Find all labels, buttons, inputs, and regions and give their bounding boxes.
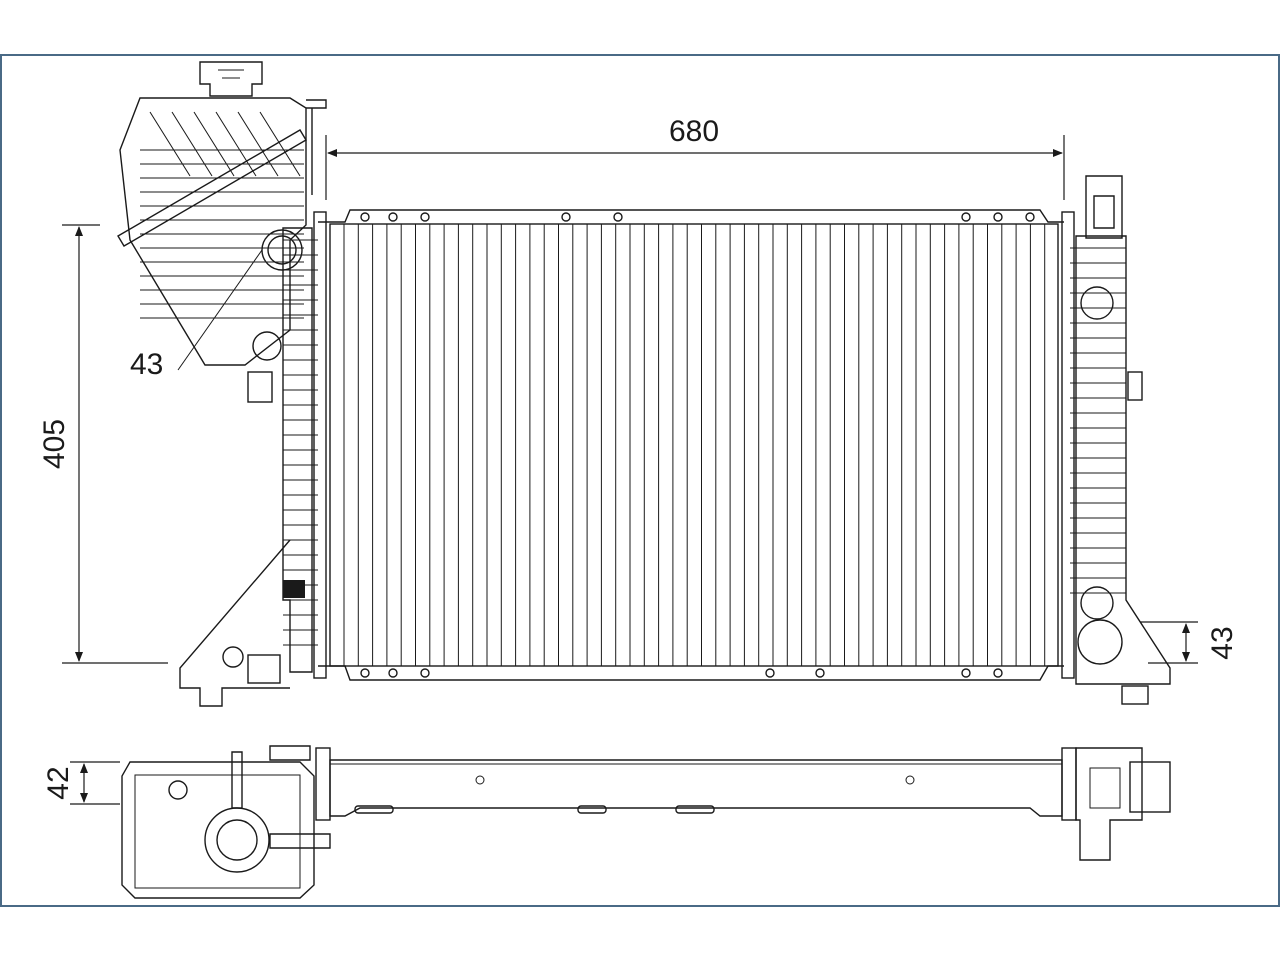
tank-inlet-port-inner [267, 235, 297, 265]
header-hole [815, 668, 825, 678]
top-view-outlet-inner [1089, 767, 1121, 809]
overflow-pipe [306, 99, 327, 195]
radiator-front-view: 43 680 405 43 [38, 61, 1239, 707]
left-mount-hole [222, 646, 244, 668]
right-top-mount [1085, 175, 1123, 239]
height-dimension-label: 405 [38, 419, 71, 469]
header-hole [961, 668, 971, 678]
radiator-core [329, 223, 1059, 667]
hatch-line [193, 111, 235, 177]
right-upper-port [1080, 286, 1114, 320]
filler-cap [199, 61, 263, 97]
header-hole [360, 668, 370, 678]
top-view-outlet [1129, 761, 1171, 813]
hatch-line [259, 111, 301, 177]
right-bottom-mount [1121, 685, 1149, 705]
top-view-slot [577, 805, 607, 814]
top-view-hole [475, 775, 485, 785]
tank-outlet-port [252, 331, 282, 361]
drawing-frame [0, 54, 1280, 907]
left-side-clip [247, 371, 273, 403]
top-view-expansion-tank [121, 761, 315, 899]
top-view-left-plate [315, 747, 331, 821]
inlet-dimension-label: 43 [130, 348, 163, 381]
right-side-plate [1061, 211, 1075, 679]
header-hole [388, 668, 398, 678]
bottom-header [318, 665, 1064, 681]
top-view-tank-bracket [269, 745, 311, 761]
hatch-line [149, 111, 191, 177]
top-view-core [329, 759, 1063, 817]
filler-cap-detail [218, 69, 244, 79]
top-view-slot [675, 805, 715, 814]
left-side-plate [313, 211, 327, 679]
header-holes [360, 212, 1035, 678]
outlet-dimension-label: 43 [1206, 626, 1239, 659]
left-bracket [179, 539, 291, 707]
header-hole [765, 668, 775, 678]
header-hole [420, 668, 430, 678]
expansion-tank [119, 97, 307, 366]
expansion-tank-seam [117, 129, 307, 247]
header-hole [420, 212, 430, 222]
top-view-tank-pipe [231, 751, 243, 809]
right-tank [1075, 235, 1171, 685]
top-view-tank-inner [134, 774, 301, 889]
top-view-filler-neck [204, 807, 270, 873]
hatch-line [237, 111, 279, 177]
depth-dimension-label: 42 [42, 766, 75, 799]
header-hole [360, 212, 370, 222]
hatch-line [171, 111, 213, 177]
header-hole [561, 212, 571, 222]
hatch-line [215, 111, 257, 177]
right-tank-ribs [1070, 247, 1126, 594]
radiator-top-view: 42 [42, 745, 1171, 899]
header-hole [1025, 212, 1035, 222]
right-side-clip [1127, 371, 1143, 401]
right-lower-port [1080, 586, 1114, 620]
inlet-leader-line [177, 249, 263, 371]
top-view-right-tank [1075, 747, 1143, 861]
width-dimension-label: 680 [669, 115, 719, 148]
header-hole [613, 212, 623, 222]
header-hole [388, 212, 398, 222]
header-hole [993, 212, 1003, 222]
top-view-hole [905, 775, 915, 785]
outlet-port [1077, 619, 1123, 665]
drain-plug-marker [283, 580, 305, 598]
top-view-slot [354, 805, 394, 814]
header-hole [993, 668, 1003, 678]
top-view-filler-neck-inner [216, 819, 258, 861]
top-view-overflow-pipe [269, 833, 331, 849]
top-view-right-plate [1061, 747, 1077, 821]
expansion-tank-hatching [140, 111, 304, 319]
header-hole [961, 212, 971, 222]
top-view-tank-port [168, 780, 188, 800]
left-mount-clip [247, 654, 281, 684]
core-tubes [343, 224, 1046, 666]
top-header [318, 209, 1064, 223]
